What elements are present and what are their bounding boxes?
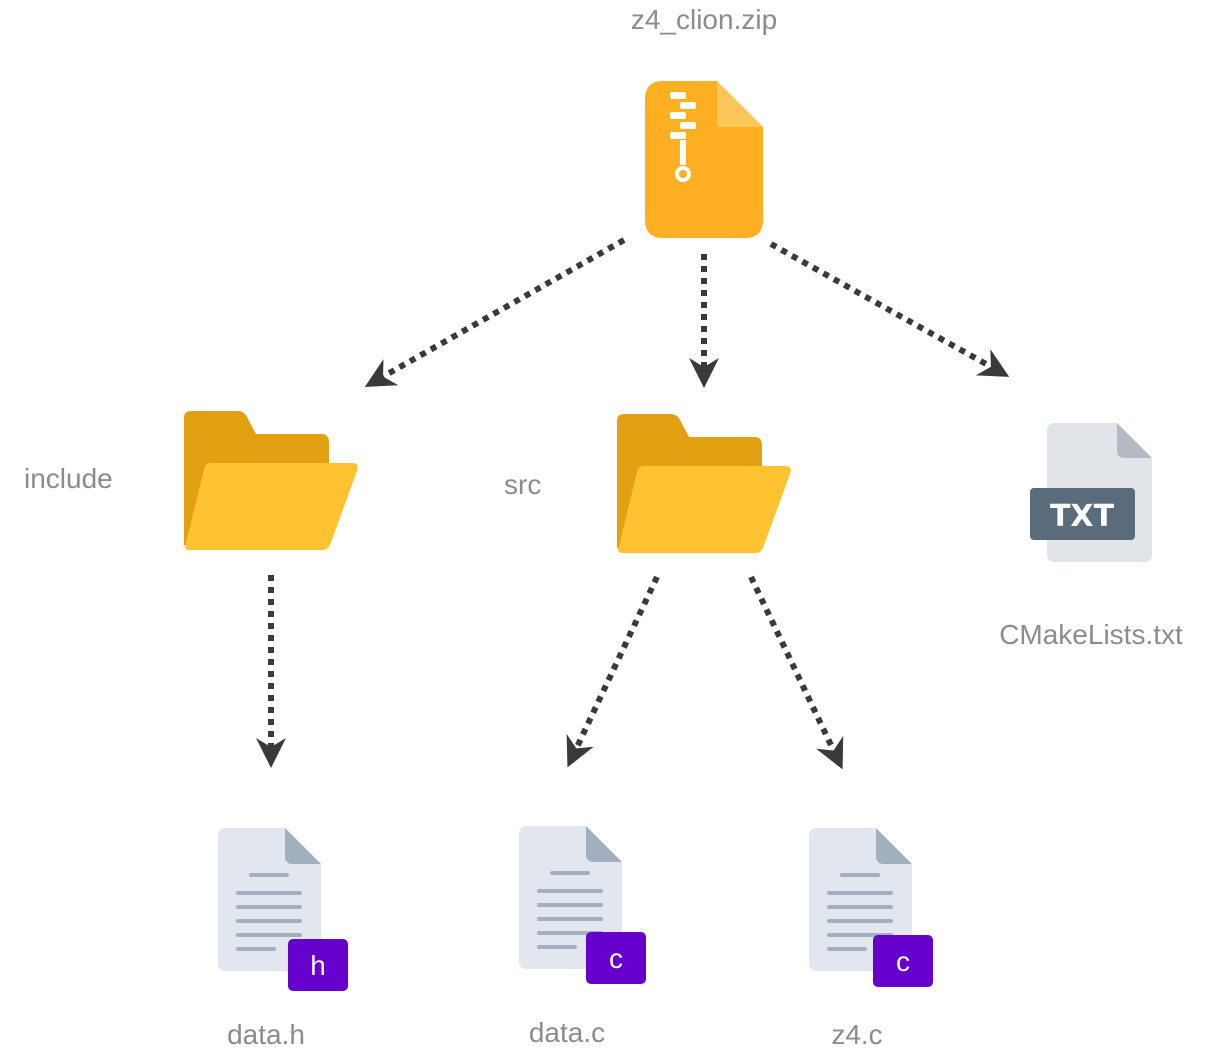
zip-label: z4_clion.zip xyxy=(631,4,777,35)
edges xyxy=(256,237,1010,770)
edge-zip-cmake xyxy=(769,241,1010,377)
c-badge-text: c xyxy=(896,946,910,977)
include-folder-node[interactable]: include xyxy=(24,411,358,550)
h-badge xyxy=(288,939,348,991)
zip-file-node[interactable]: z4_clion.zip xyxy=(631,4,777,238)
c-badge xyxy=(586,932,646,984)
folder-icon xyxy=(617,414,791,553)
c-badge-text: c xyxy=(609,943,623,974)
include-label: include xyxy=(24,463,113,494)
src-label: src xyxy=(504,469,541,500)
edge-zip-include xyxy=(364,237,626,387)
data-c-label: data.c xyxy=(529,1017,605,1048)
cmake-label: CMakeLists.txt xyxy=(999,619,1183,650)
data-c-node[interactable]: c data.c xyxy=(519,826,646,1048)
txt-file-icon: TXT xyxy=(1030,423,1152,562)
data-h-label: data.h xyxy=(227,1019,305,1050)
c-badge xyxy=(873,935,933,987)
edge-src-data-c xyxy=(566,575,660,768)
data-h-node[interactable]: h data.h xyxy=(218,828,348,1050)
cmake-file-node[interactable]: TXT CMakeLists.txt xyxy=(999,423,1183,650)
src-folder-node[interactable]: src xyxy=(504,414,791,553)
z4-c-label: z4.c xyxy=(831,1019,882,1050)
txt-badge-text: TXT xyxy=(1050,499,1115,534)
h-badge-text: h xyxy=(310,950,326,981)
zip-file-icon xyxy=(645,81,763,238)
folder-icon xyxy=(184,411,358,550)
document-icon: h xyxy=(218,828,348,991)
document-icon: c xyxy=(519,826,646,984)
z4-c-node[interactable]: c z4.c xyxy=(809,828,933,1050)
document-icon: c xyxy=(809,828,933,987)
edge-src-z4-c xyxy=(748,575,844,770)
